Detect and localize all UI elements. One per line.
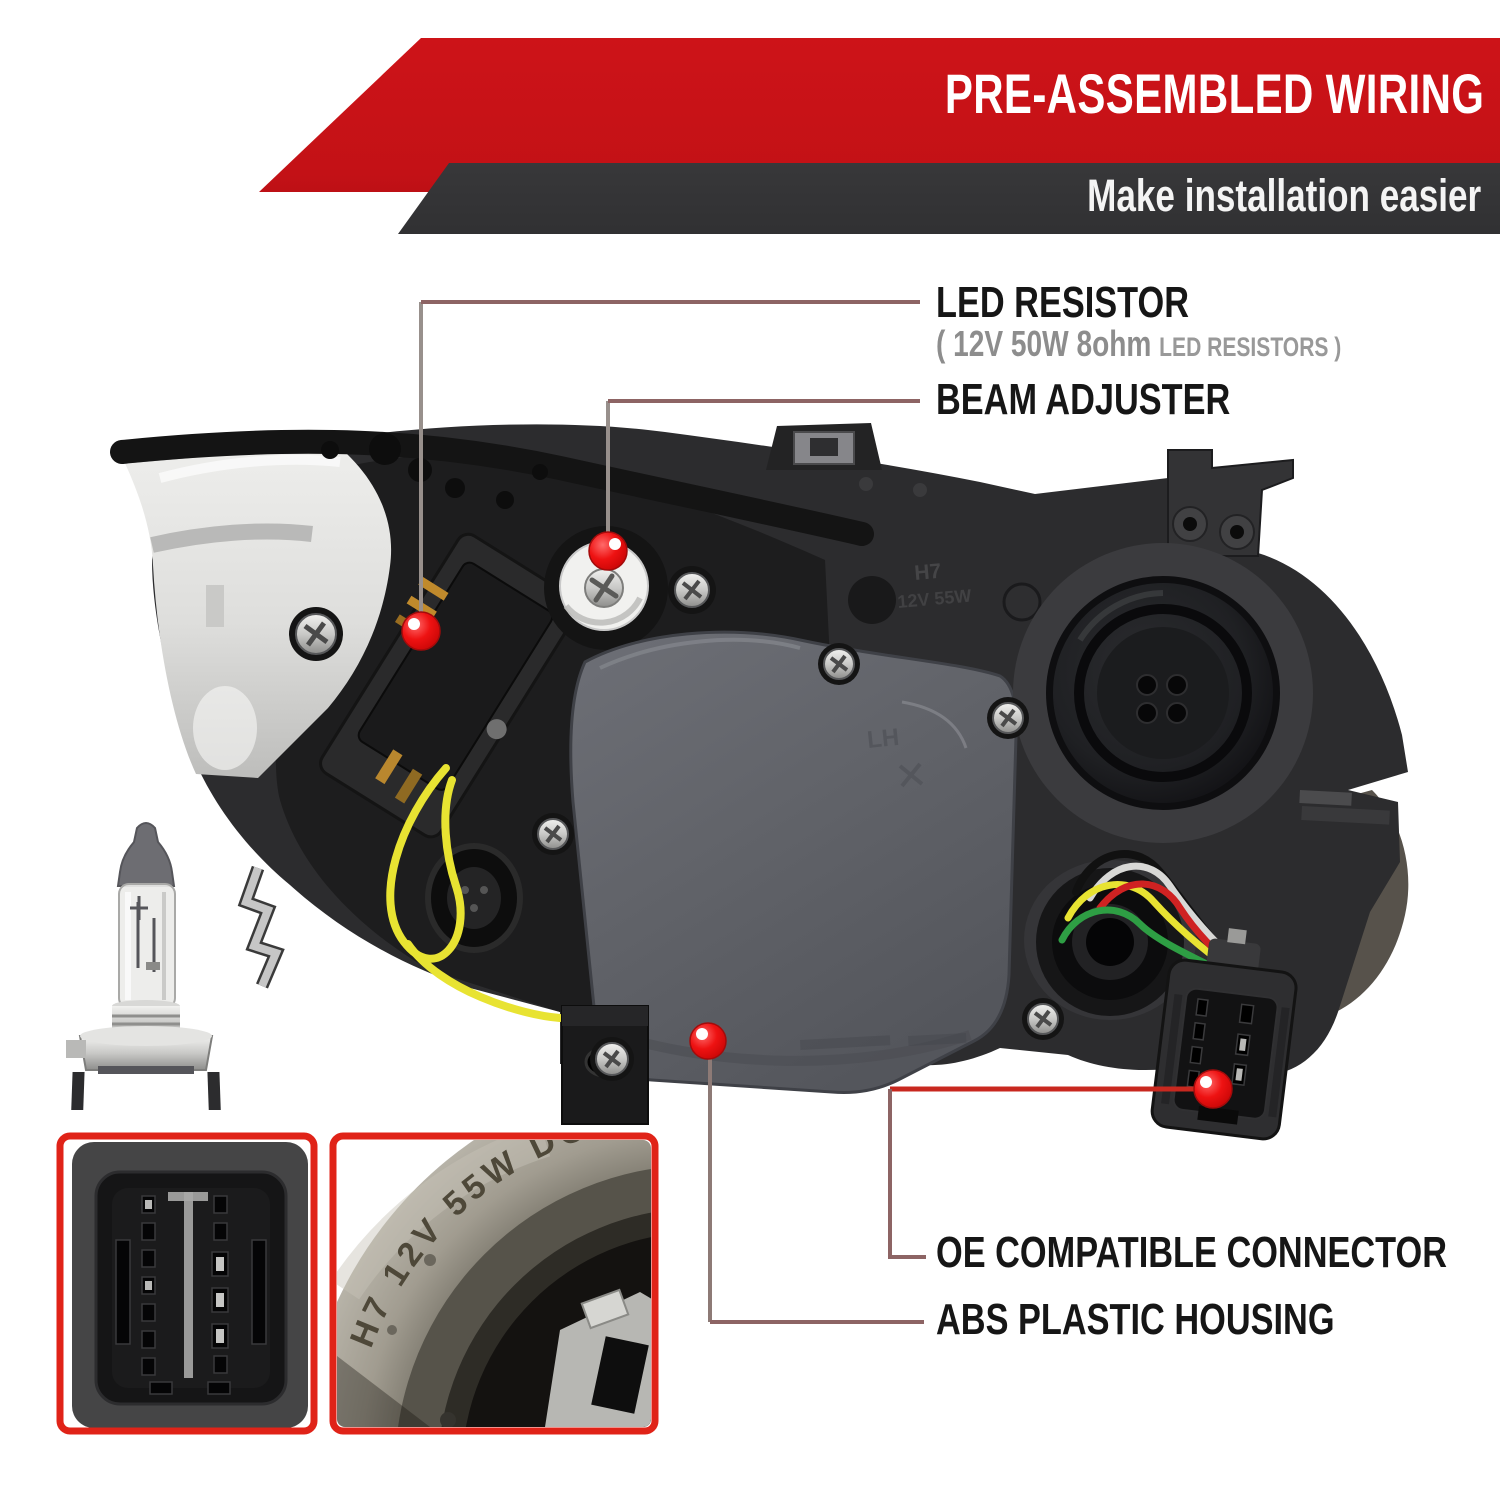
cover-stamp-lh: LH	[866, 724, 901, 754]
sealant-blobs	[321, 433, 548, 509]
marker-dot-abs-housing	[689, 1022, 727, 1060]
banner-subtitle: Make installation easier	[1086, 170, 1481, 221]
callout-sublabel-led-resistor: ( 12V 50W 8ohm LED RESISTORS )	[936, 326, 1341, 362]
inset-connector-photo	[56, 1132, 318, 1435]
marker-dot-oe-connector	[1193, 1069, 1233, 1109]
inset-border	[56, 1132, 318, 1435]
yellow-wire	[386, 764, 564, 1022]
inset-border	[329, 1132, 659, 1435]
led-resistor-spec-note: LED RESISTORS )	[1159, 332, 1342, 362]
marker-dot-led-resistor	[401, 611, 441, 651]
bulb-photo	[66, 822, 221, 1110]
beam-adjuster-module	[544, 526, 668, 650]
cover-plate: LH	[569, 630, 1018, 1094]
callout-label-abs-housing: ABS PLASTIC HOUSING	[936, 1295, 1335, 1344]
callout-label-beam-adjuster: BEAM ADJUSTER	[936, 375, 1231, 424]
callout-label-oe-connector: OE COMPATIBLE CONNECTOR	[936, 1228, 1447, 1277]
callout-lines	[419, 300, 1194, 1324]
mounting-tab-top	[766, 423, 927, 497]
callout-markers	[401, 531, 1233, 1109]
callout-label-led-resistor: LED RESISTOR	[936, 278, 1190, 327]
side-prongs	[1299, 789, 1390, 825]
marker-dot-beam-adjuster	[588, 531, 628, 571]
inset-socket-photo: H7 12V 55W DOT	[329, 1132, 659, 1435]
callout-line-oe-elbow	[888, 1089, 926, 1259]
mounting-bracket-right	[1167, 449, 1294, 557]
banner-title: PRE-ASSEMBLED WIRING	[944, 62, 1484, 125]
header-banner	[0, 0, 1500, 250]
banner-dark-ribbon	[398, 163, 1500, 234]
metal-clip	[237, 865, 285, 989]
led-resistor-spec: ( 12V 50W 8ohm	[936, 323, 1152, 364]
dust-cap	[1013, 543, 1313, 843]
bulb-socket-empty	[425, 843, 523, 953]
headlight-photo: H7 12V 55W LH	[110, 423, 1409, 1141]
screws	[289, 566, 1064, 1081]
housing-stamp-line1: H7	[913, 560, 942, 585]
clear-lens	[118, 432, 392, 778]
